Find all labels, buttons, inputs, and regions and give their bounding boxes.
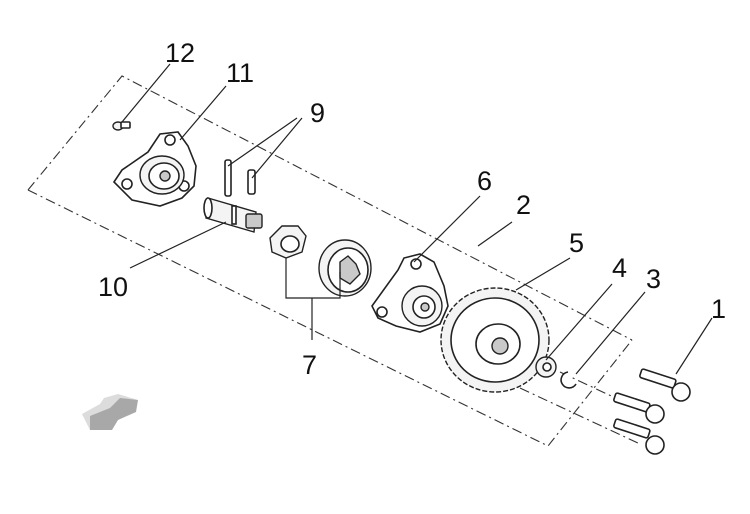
- washer-4: [535, 356, 557, 378]
- callout-10: 10: [98, 272, 128, 302]
- pump-shaft-10: [203, 197, 263, 233]
- front-arrow-icon: [82, 394, 138, 430]
- callout-1: 1: [711, 294, 726, 324]
- pump-body-6: [371, 253, 449, 333]
- callout-labels: 12 11 9 10 6 2 5 4 3 1 7: [98, 38, 726, 380]
- callout-9: 9: [310, 98, 325, 128]
- rotors-7: [269, 225, 372, 297]
- bolts-1: [613, 368, 691, 455]
- callout-11: 11: [226, 58, 254, 88]
- callout-3: 3: [646, 264, 661, 294]
- pump-cover-11: [112, 131, 197, 207]
- callout-2: 2: [516, 190, 531, 220]
- leader-lines: [121, 63, 713, 375]
- gear-5: [440, 287, 550, 393]
- circlip-3: [560, 371, 577, 389]
- screw-12: [112, 121, 131, 131]
- callout-6: 6: [477, 166, 492, 196]
- callout-12: 12: [165, 38, 195, 68]
- pins-9: [224, 159, 256, 197]
- callout-5: 5: [569, 228, 584, 258]
- callout-7: 7: [302, 350, 317, 380]
- callout-4: 4: [612, 253, 627, 283]
